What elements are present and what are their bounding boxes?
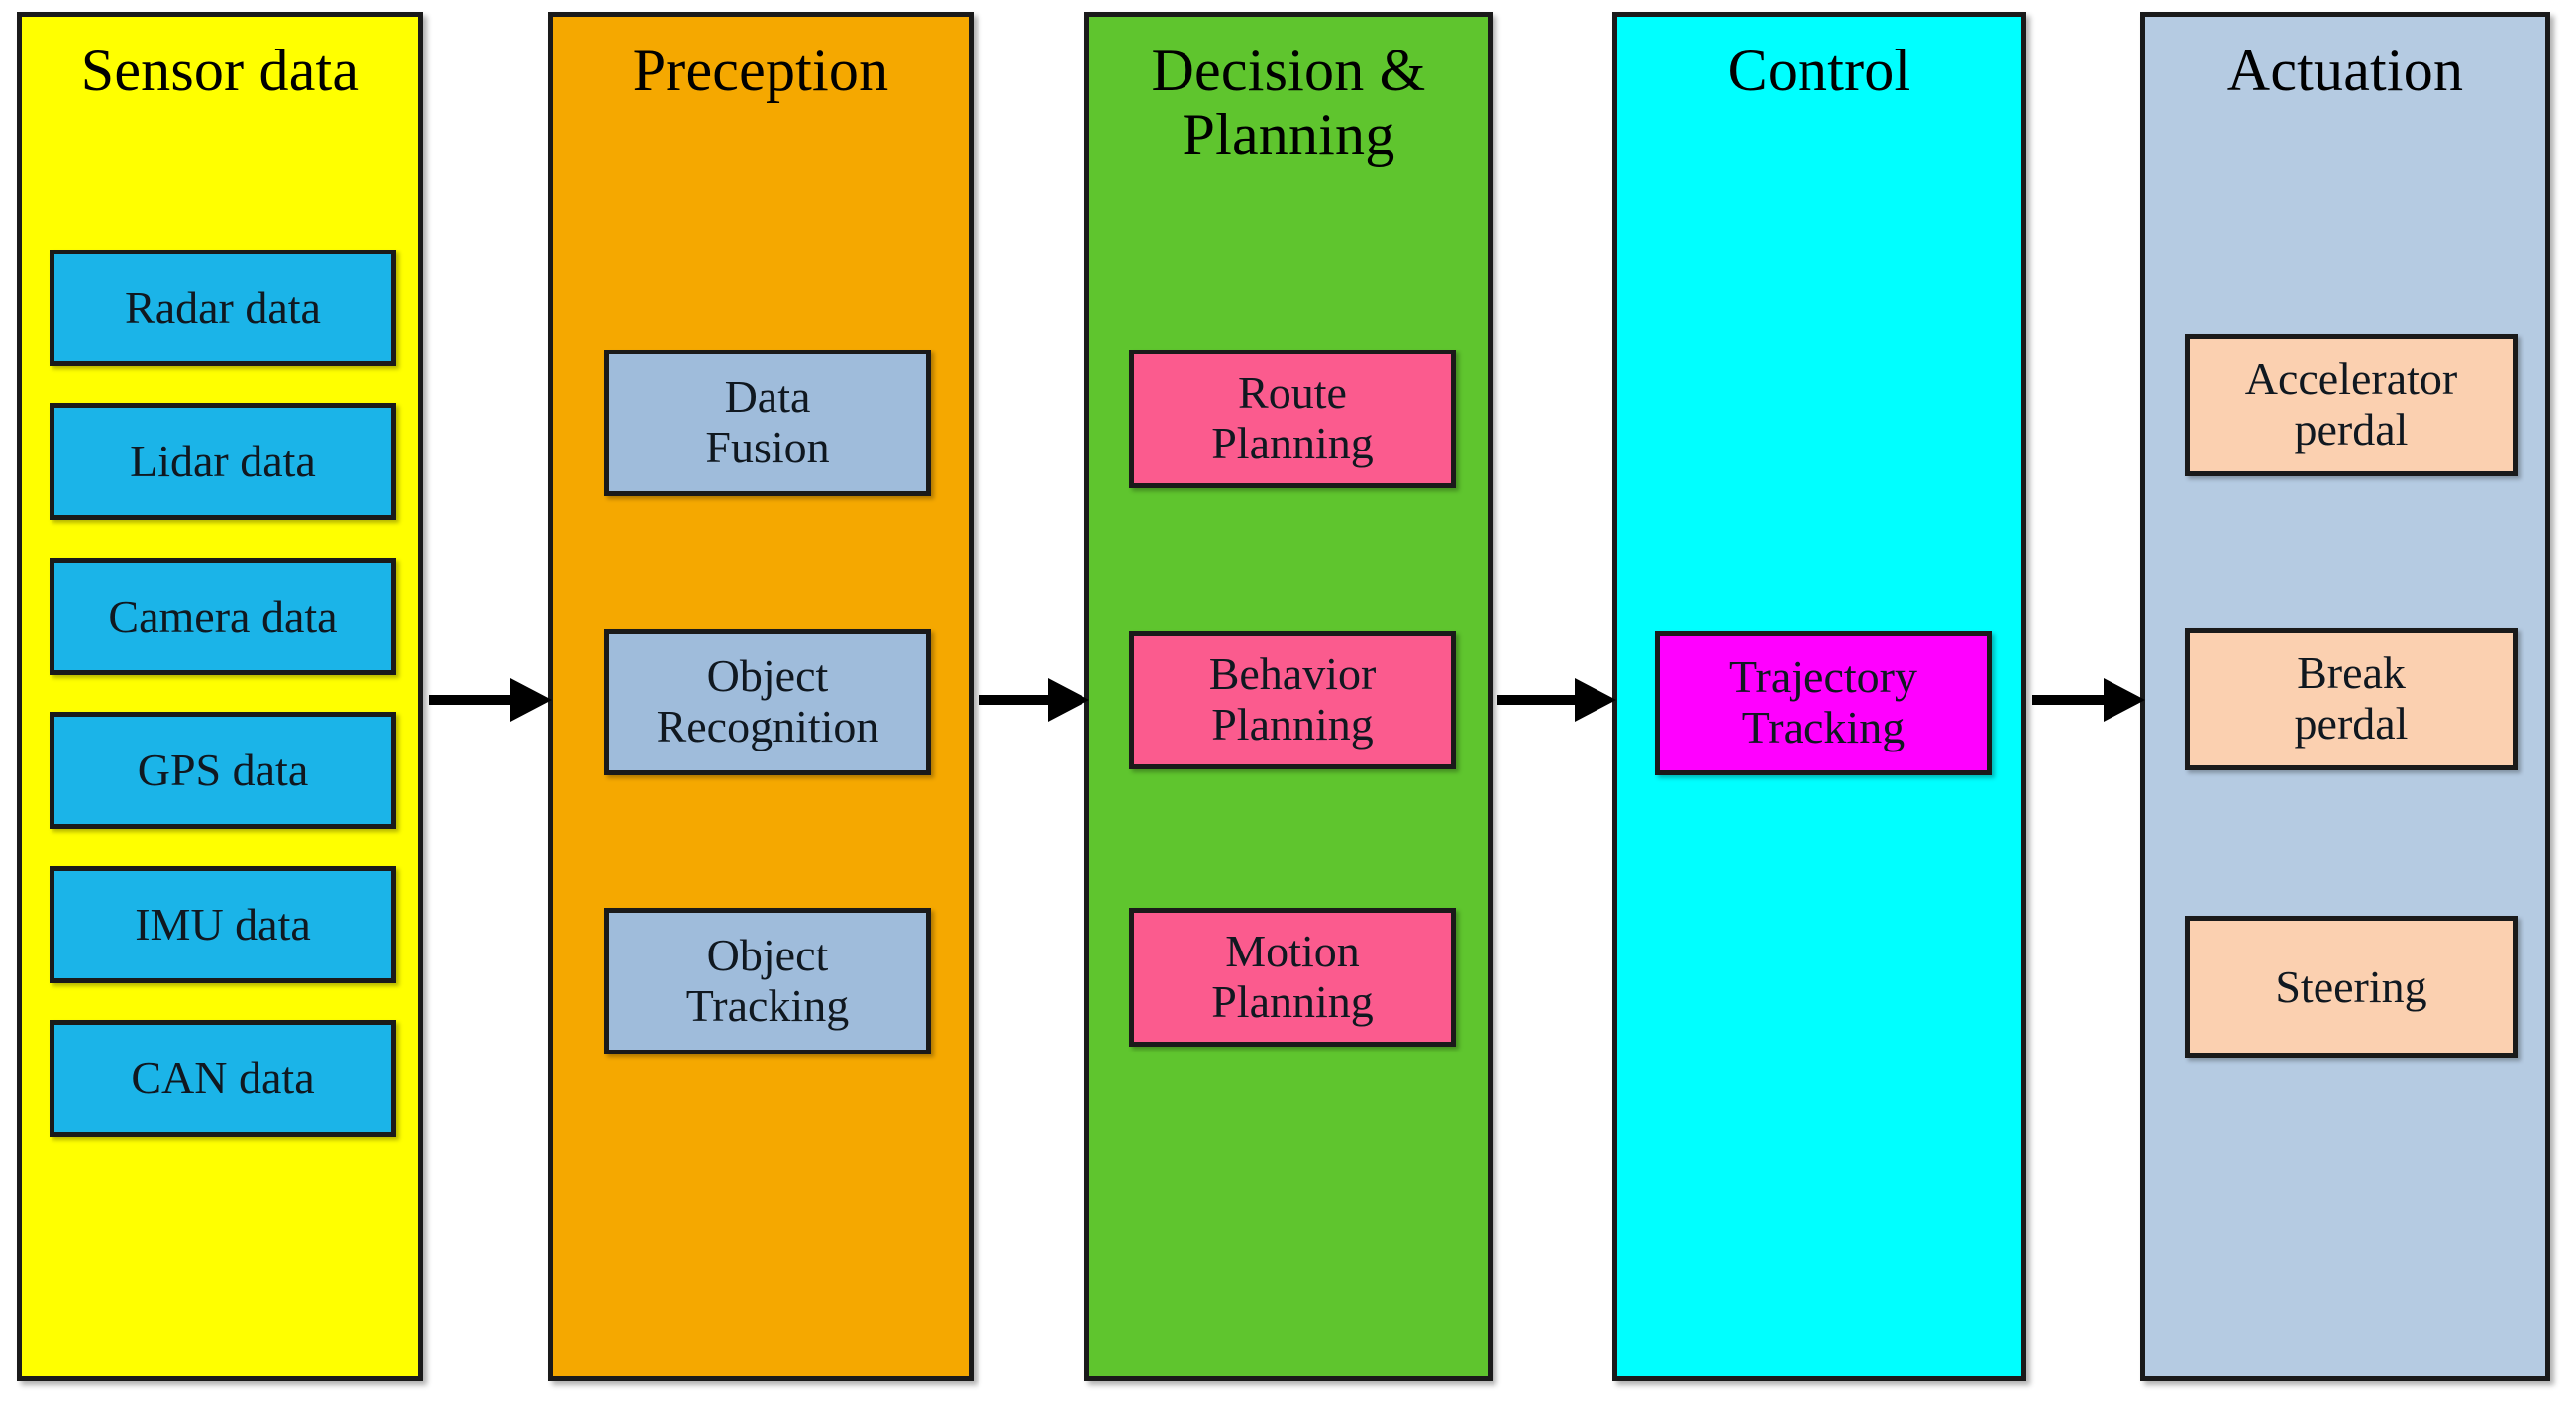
- item-box[interactable]: Steering: [2185, 916, 2518, 1058]
- item-box[interactable]: Accelerator perdal: [2185, 334, 2518, 476]
- arrow-head-icon: [1575, 678, 1616, 722]
- item-box[interactable]: Object Tracking: [604, 908, 931, 1054]
- item-label: Accelerator perdal: [2244, 353, 2458, 454]
- stage-title-sensor-data: Sensor data: [80, 38, 360, 103]
- item-box[interactable]: IMU data: [50, 866, 396, 983]
- item-box[interactable]: Break perdal: [2185, 628, 2518, 770]
- item-box[interactable]: Radar data: [50, 250, 396, 366]
- item-label: Object Recognition: [656, 651, 879, 751]
- stage-title-perception: Preception: [632, 38, 889, 103]
- item-label: Radar data: [125, 281, 321, 333]
- arrow-shaft: [1497, 695, 1577, 705]
- arrow-decision-to-control-icon: [1497, 678, 1616, 722]
- item-label: Lidar data: [130, 435, 316, 486]
- item-label: Camera data: [108, 590, 338, 642]
- item-box[interactable]: Data Fusion: [604, 350, 931, 496]
- arrow-head-icon: [1048, 678, 1089, 722]
- item-label: Steering: [2275, 960, 2427, 1012]
- item-label: Route Planning: [1211, 367, 1374, 468]
- item-box[interactable]: CAN data: [50, 1020, 396, 1137]
- item-label: IMU data: [135, 898, 311, 950]
- item-box[interactable]: GPS data: [50, 712, 396, 829]
- stage-title-decision-planning: Decision & Planning: [1151, 38, 1426, 167]
- item-box[interactable]: Motion Planning: [1129, 908, 1456, 1047]
- item-box[interactable]: Trajectory Tracking: [1655, 631, 1992, 775]
- item-label: Object Tracking: [685, 930, 850, 1031]
- item-label: CAN data: [131, 1052, 315, 1103]
- arrow-shaft: [979, 695, 1050, 705]
- item-box[interactable]: Behavior Planning: [1129, 631, 1456, 769]
- item-label: Behavior Planning: [1208, 649, 1377, 750]
- arrow-control-to-actuation-icon: [2032, 678, 2145, 722]
- item-box[interactable]: Camera data: [50, 558, 396, 675]
- arrow-shaft: [2032, 695, 2106, 705]
- item-label: Motion Planning: [1211, 926, 1374, 1027]
- arrow-shaft: [429, 695, 512, 705]
- arrow-sensor-to-perception-icon: [429, 678, 552, 722]
- stage-title-actuation: Actuation: [2226, 38, 2464, 103]
- item-box[interactable]: Route Planning: [1129, 350, 1456, 488]
- item-label: GPS data: [137, 744, 309, 795]
- arrow-head-icon: [510, 678, 552, 722]
- item-label: Trajectory Tracking: [1729, 651, 1917, 752]
- arrow-head-icon: [2104, 678, 2145, 722]
- item-box[interactable]: Lidar data: [50, 403, 396, 520]
- arrow-perception-to-decision-icon: [979, 678, 1089, 722]
- item-label: Break perdal: [2294, 648, 2409, 749]
- item-box[interactable]: Object Recognition: [604, 629, 931, 775]
- item-label: Data Fusion: [705, 371, 830, 472]
- stage-title-control: Control: [1727, 38, 1911, 103]
